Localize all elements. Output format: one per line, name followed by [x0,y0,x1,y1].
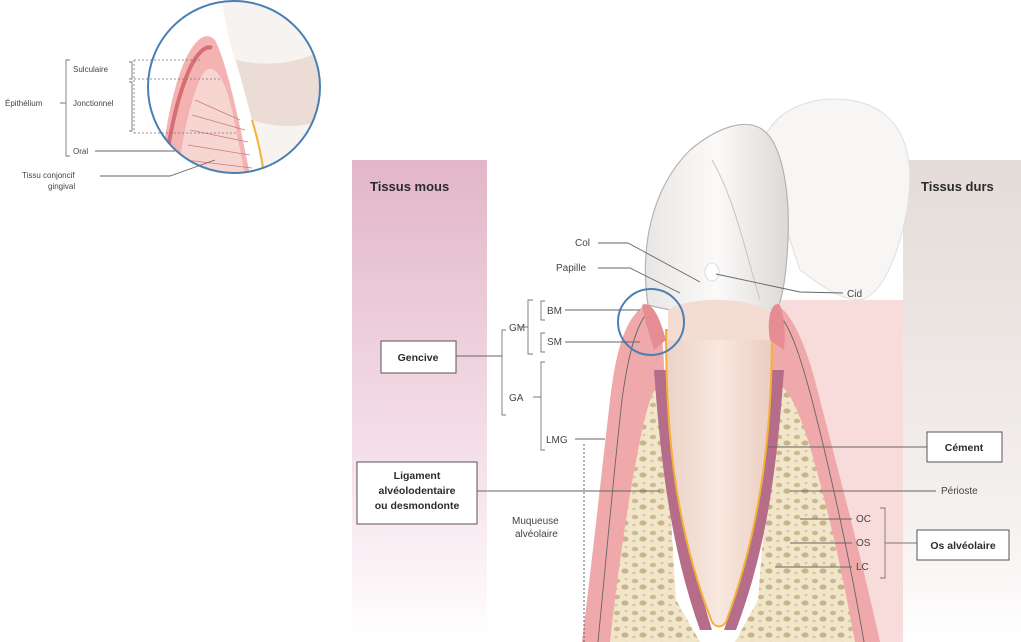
epithelium-inset: Épithélium Sulculaire Jonctionnel Oral T… [5,0,323,191]
ligament-box-line2: alvéolodentaire [378,485,455,497]
hard-tissue-panel [903,160,1021,642]
label-sm: SM [547,337,562,348]
tooth-illustration [582,99,910,642]
label-lmg: LMG [546,435,568,446]
label-muqueuse-2: alvéolaire [515,529,558,540]
gencive-box-label: Gencive [398,352,439,364]
bracket-sm [541,333,545,352]
bracket-bm [541,301,545,320]
label-gm: GM [509,323,525,334]
bracket-ga [502,330,506,415]
inset-label-jonctionnel: Jonctionnel [73,99,114,108]
bracket-gm [520,300,533,354]
label-oc: OC [856,514,871,525]
cement-box-label: Cément [945,442,984,454]
label-col: Col [575,238,590,249]
label-lc: LC [856,562,869,573]
tooth-crown [645,124,788,315]
ligament-box-line3: ou desmondonte [375,500,460,512]
inset-label-tissu-1: Tissu conjoncif [22,171,75,180]
tooth-root [666,330,772,627]
ligament-box-line1: Ligament [394,470,441,482]
inset-label-tissu-2: gingival [48,182,75,191]
inset-label-epithelium: Épithélium [5,99,43,108]
inset-bracket-epithelium [60,60,70,156]
label-muqueuse-1: Muqueuse [512,516,559,527]
label-bm: BM [547,306,562,317]
label-os: OS [856,538,871,549]
inset-label-sulculaire: Sulculaire [73,65,109,74]
label-ga: GA [509,393,524,404]
label-perioste: Périoste [941,486,978,497]
label-papille: Papille [556,263,586,274]
bracket-lmg [533,362,545,450]
soft-tissue-panel [352,160,487,642]
soft-tissue-title: Tissus mous [370,179,449,194]
os-alveolaire-box-label: Os alvéolaire [930,540,996,552]
cid-marker [705,263,719,281]
hard-tissue-title: Tissus durs [921,179,994,194]
inset-label-oral: Oral [73,147,88,156]
label-cid: Cid [847,289,862,300]
